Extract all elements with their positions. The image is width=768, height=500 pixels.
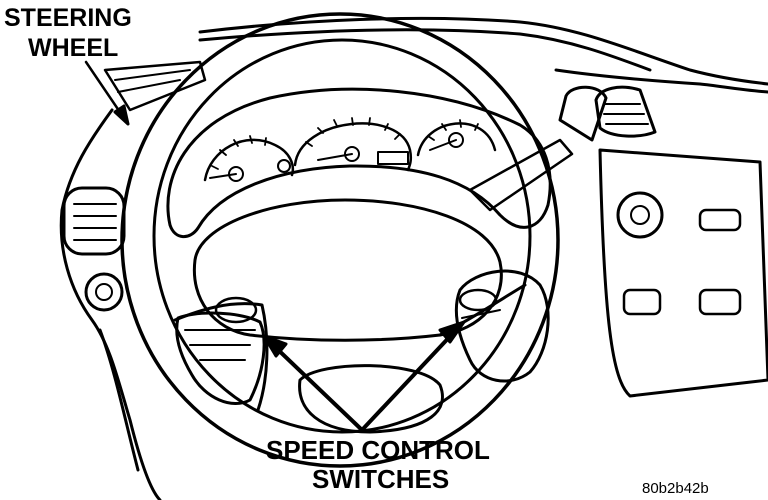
steering-wheel-label-line2: WHEEL	[28, 34, 119, 62]
gauge-needles	[209, 139, 457, 179]
gauge-left	[203, 138, 294, 182]
gauge-pivot-4	[448, 132, 464, 148]
left-vent	[62, 186, 126, 256]
left-switch-detail	[184, 329, 256, 361]
dash-top-edge	[198, 16, 768, 86]
gauge-pivot-3	[344, 146, 360, 162]
right-console	[598, 148, 768, 398]
left-switch-button	[214, 296, 258, 324]
speed-control-label-line1: SPEED CONTROL	[266, 435, 490, 465]
gauge-ticks	[211, 117, 479, 170]
left-knob-center	[95, 283, 113, 301]
right-stalk	[558, 85, 608, 142]
airbag-cover	[192, 198, 503, 342]
lower-hub	[298, 364, 444, 434]
odometer	[377, 151, 409, 165]
console-button-2	[622, 288, 662, 316]
left-speed-switch	[175, 311, 266, 406]
right-vent	[594, 85, 657, 138]
gauge-right	[416, 122, 497, 157]
console-button-1	[698, 208, 742, 232]
steering-wheel-label-line1: STEERING	[4, 4, 132, 32]
left-cowl-inner	[98, 328, 140, 472]
wiper-stalk	[468, 138, 574, 212]
figure-code: 80b2b42b	[642, 480, 709, 497]
right-switch-detail	[461, 309, 501, 319]
steering-wheel-rim-outer	[120, 12, 560, 468]
dash-top-inner	[198, 28, 652, 72]
left-knob	[84, 272, 124, 312]
gauge-center	[293, 122, 413, 172]
speed-arrowhead-left	[262, 334, 288, 358]
right-switch-button	[458, 288, 498, 312]
speed-leader-left	[270, 342, 364, 432]
right-dash-panel	[554, 68, 768, 94]
speed-arrowhead-right	[438, 320, 466, 344]
gauge-pivot-1	[228, 166, 244, 182]
column-stalk	[103, 60, 207, 112]
right-vent-slats	[603, 103, 649, 125]
spoke-left	[173, 302, 269, 412]
speed-leader-right	[360, 328, 458, 432]
right-knob-center	[630, 205, 650, 225]
column-stalk-detail	[114, 69, 191, 93]
left-cowl	[59, 108, 162, 500]
console-button-3	[698, 288, 742, 316]
cluster-hood	[166, 87, 552, 239]
right-speed-switch	[454, 269, 550, 383]
left-vent-slats	[73, 203, 117, 241]
steering-wheel-rim-inner	[152, 38, 532, 434]
steering-arrowhead	[113, 104, 130, 126]
gauge-pivot-2	[277, 159, 291, 173]
right-knob	[616, 191, 664, 239]
speed-control-label-line2: SWITCHES	[312, 464, 450, 494]
